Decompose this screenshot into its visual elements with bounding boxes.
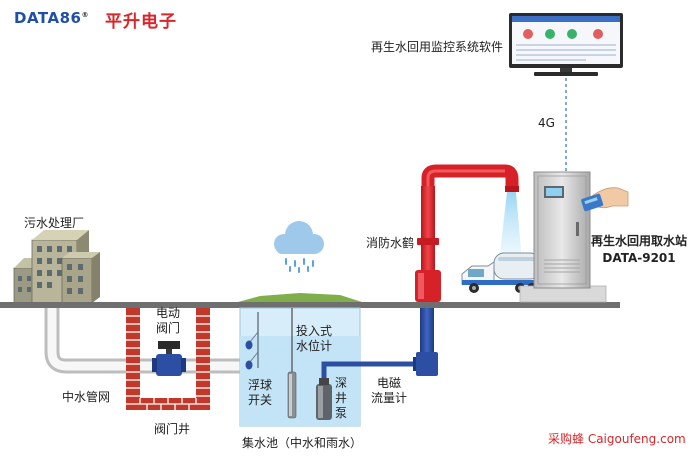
level-meter-icon — [287, 308, 297, 419]
flowmeter-line2: 流量计 — [370, 391, 407, 405]
footer-watermark: 采购蜂 Caigoufeng.com — [548, 432, 686, 446]
valve-well — [126, 308, 210, 410]
brand-logo: DATA86® — [14, 9, 89, 27]
pump-char-2: 井 — [334, 391, 347, 405]
registered-mark: ® — [81, 11, 89, 19]
flowmeter-label: 电磁 流量计 — [366, 376, 412, 406]
water-stream — [499, 192, 522, 262]
plant-label: 污水处理厂 — [24, 216, 85, 230]
monitor-icon — [509, 13, 623, 76]
float-switch-label: 浮球 开关 — [246, 378, 274, 408]
reclaimed-water-pipe — [44, 308, 248, 374]
company-name: 平升电子 — [105, 12, 177, 32]
tank-label: 集水池（中水和雨水） — [242, 436, 363, 450]
brand-logo-text: DATA86 — [14, 9, 82, 27]
brick-wall-left — [126, 308, 140, 400]
fire-water-crane — [415, 164, 519, 302]
level-meter-line1: 投入式 — [295, 324, 332, 338]
valve-label: 电动 阀门 — [154, 306, 182, 336]
grass-mound — [238, 293, 362, 302]
deep-well-pump-icon — [316, 378, 332, 420]
station-model: DATA-9201 — [602, 251, 676, 265]
level-meter-line2: 水位计 — [295, 339, 332, 353]
float-switch-icon — [245, 312, 259, 370]
sewage-plant-buildings — [13, 230, 100, 304]
network-label: 4G — [538, 116, 555, 130]
brick-wall-right — [196, 308, 210, 400]
float-switch-line2: 开关 — [247, 393, 272, 407]
pump-char-1: 深 — [334, 376, 347, 390]
rain-cloud-icon — [274, 221, 324, 273]
brick-wall-bottom — [126, 398, 210, 410]
collection-tank — [239, 307, 361, 427]
electric-valve-icon — [152, 341, 186, 376]
level-meter-label: 投入式 水位计 — [292, 324, 336, 354]
station-title: 再生水回用取水站 DATA-9201 — [584, 233, 694, 267]
station-name: 再生水回用取水站 — [590, 234, 687, 248]
water-intake-cabinet — [533, 171, 591, 289]
electromagnetic-flowmeter-icon — [413, 308, 438, 376]
valve-label-line1: 电动 — [155, 306, 180, 320]
flowmeter-line1: 电磁 — [376, 376, 401, 390]
pump-label: 深 井 泵 — [334, 376, 348, 421]
hydrant-label: 消防水鹤 — [366, 236, 415, 250]
pipe-network-label: 中水管网 — [62, 390, 111, 404]
software-label: 再生水回用监控系统软件 — [371, 40, 504, 54]
ground-line — [0, 302, 620, 308]
pump-char-3: 泵 — [334, 406, 347, 420]
float-switch-line1: 浮球 — [247, 378, 272, 392]
hand-card-icon — [581, 187, 629, 212]
valve-well-label: 阀门井 — [154, 422, 191, 436]
valve-label-line2: 阀门 — [155, 321, 180, 335]
